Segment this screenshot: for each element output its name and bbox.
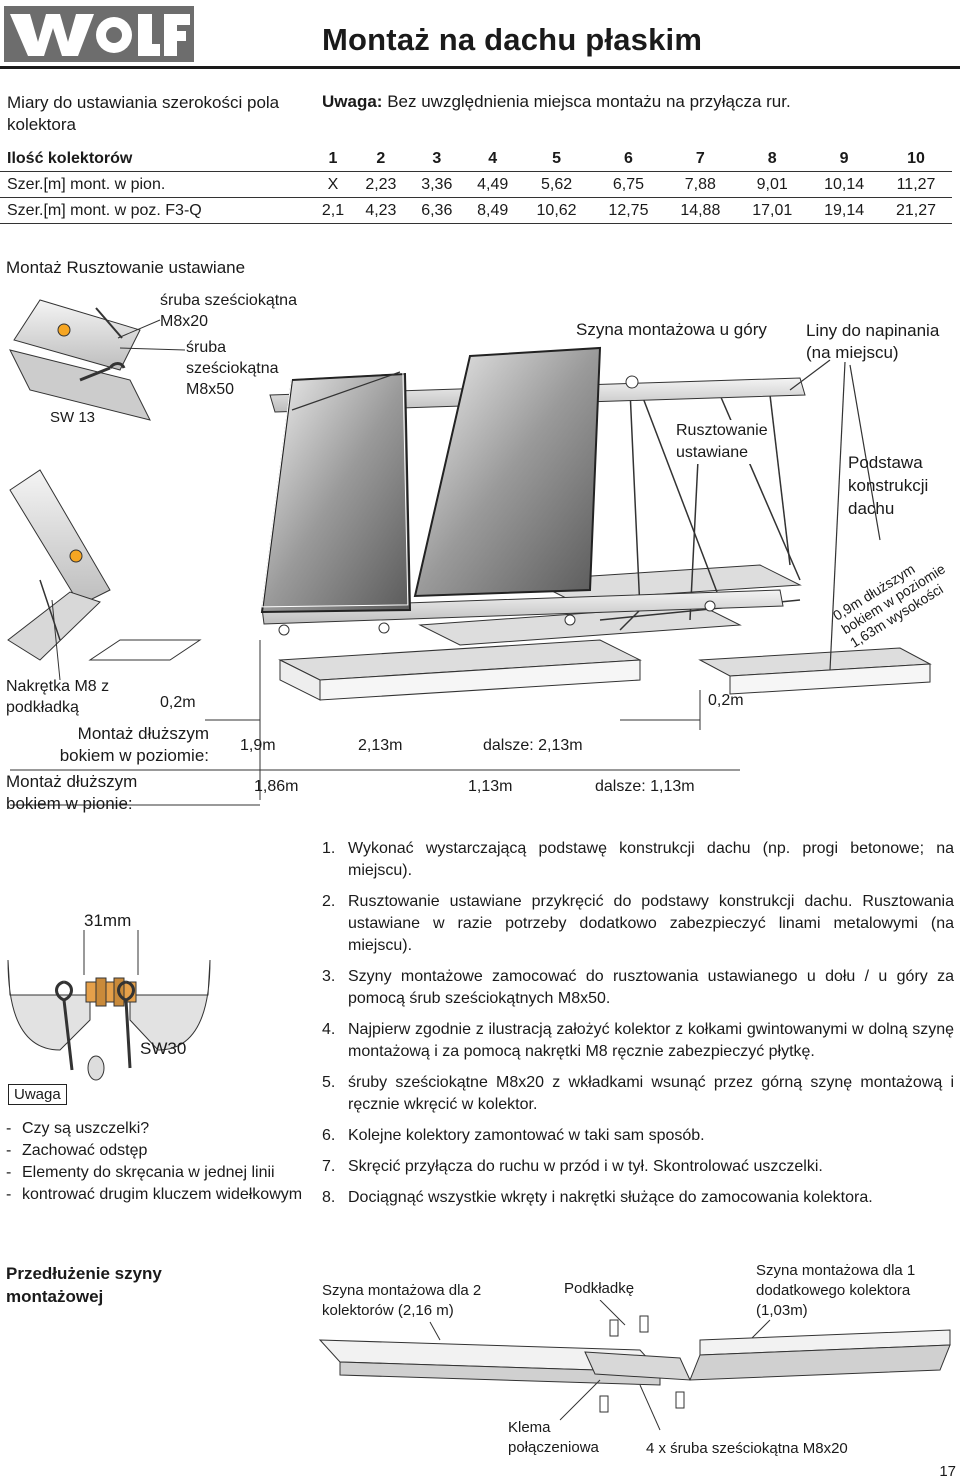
page-title: Montaż na dachu płaskim (322, 22, 703, 57)
table-row: Szer.[m] mont. w poz. F3-Q 2,1 4,23 6,36… (0, 197, 952, 224)
label-vertical: Montaż dłuższym bokiem w pionie: (6, 772, 138, 813)
label-tension-lines: Liny do napinania (na miejscu) (806, 321, 940, 362)
measure-v2: 1,13m (468, 778, 513, 795)
list-item: -Czy są uszczelki? (6, 1120, 150, 1137)
top-bracket-detail (9, 299, 151, 421)
collector-panel-1 (260, 372, 412, 614)
collector-panel-2 (413, 346, 602, 598)
label-screws: 4 x śruba sześciokątna M8x20 (646, 1440, 848, 1457)
bottom-rail (261, 589, 784, 625)
label-nut: Nakrętka M8 z podkładką (6, 678, 110, 716)
wolf-logo (4, 6, 194, 62)
list-item: 5.śruby sześciokątne M8x20 z wkładkami w… (322, 1074, 954, 1113)
measure-h1: 1,9m (240, 737, 276, 754)
dimensions-table: Ilość kolektorów 1 2 3 4 5 6 7 8 9 10 Sz… (0, 146, 952, 224)
tension-lines (291, 359, 881, 671)
pipe-connection-illustration (7, 930, 211, 1081)
measure-left-gap: 0,2m (160, 694, 196, 711)
rail-extension-illustration (318, 1300, 951, 1431)
assembly-illustration (7, 299, 932, 806)
label-clamp: Klema połączeniowa (508, 1419, 599, 1456)
extension-heading: Przedłużenie szyny montażowej (6, 1264, 162, 1306)
page-number: 17 (939, 1463, 956, 1480)
dimension-lines (10, 640, 740, 806)
assembly-heading: Montaż Rusztowanie ustawiane (6, 258, 246, 277)
measure-h3: dalsze: 2,13m (483, 737, 583, 754)
measure-v3: dalsze: 1,13m (595, 778, 695, 795)
instruction-steps: 1.Wykonać wystarczającą podstawę konstru… (322, 838, 954, 1218)
label-rail-2-collectors: Szyna montażowa dla 2 kolektorów (2,16 m… (322, 1282, 482, 1319)
label-top-rail: Szyna montażowa u góry (576, 320, 767, 339)
dimensions-heading: Miary do ustawiania szerokości pola kole… (7, 93, 280, 134)
sleepers (278, 564, 932, 701)
list-item: 6.Kolejne kolektory zamontować w taki sa… (322, 1127, 705, 1144)
warning-checklist: -Czy są uszczelki? -Zachować odstęp -Ele… (6, 1118, 306, 1206)
header-divider (0, 66, 960, 69)
list-item: 3.Szyny montażowe zamocować do rusztowan… (322, 968, 954, 1007)
measure-h2: 2,13m (358, 737, 403, 754)
list-item: 1.Wykonać wystarczającą podstawę konstru… (322, 840, 954, 879)
bottom-bracket-detail (7, 469, 202, 661)
label-screw-m8x50: śruba sześciokątna M8x50 (186, 339, 279, 398)
list-item: -Zachować odstęp (6, 1142, 148, 1159)
label-sw30: SW30 (140, 1039, 187, 1058)
list-item: 2.Rusztowanie ustawiane przykręcić do po… (322, 893, 954, 954)
table-row: Ilość kolektorów 1 2 3 4 5 6 7 8 9 10 (0, 146, 952, 172)
warning-label: Uwaga (8, 1084, 67, 1105)
label-washer: Podkładkę (564, 1280, 635, 1297)
measure-v1: 1,86m (254, 778, 299, 795)
dimensions-note: Uwaga: Bez uwzględnienia miejsca montażu… (322, 92, 791, 111)
label-frame: Rusztowanie ustawiane (676, 420, 768, 464)
label-roof-base: Podstawa konstrukcji dachu (848, 453, 929, 518)
rail-bolts (278, 375, 716, 636)
label-31mm: 31mm (84, 911, 132, 930)
label-rail-1-collector: Szyna montażowa dla 1 dodatkowego kolekt… (756, 1262, 916, 1319)
list-item: -kontrować drugim kluczem widełkowym (6, 1186, 303, 1203)
list-item: 7.Skręcić przyłącza do ruchu w przód i w… (322, 1158, 823, 1175)
table-row: Szer.[m] mont. w pion. X 2,23 3,36 4,49 … (0, 171, 952, 198)
label-horizontal: Montaż dłuższym bokiem w poziomie: (59, 724, 209, 765)
measure-right-gap: 0,2m (708, 692, 744, 709)
list-item: 4.Najpierw zgodnie z ilustracją założyć … (322, 1021, 954, 1060)
label-screw-m8x20: śruba sześciokątna M8x20 (160, 292, 297, 330)
list-item: 8.Dociągnąć wszystkie wkręty i nakrętki … (322, 1189, 873, 1206)
list-item: -Elementy do skręcania w jednej linii (6, 1164, 275, 1181)
label-sw13: SW 13 (50, 409, 96, 426)
